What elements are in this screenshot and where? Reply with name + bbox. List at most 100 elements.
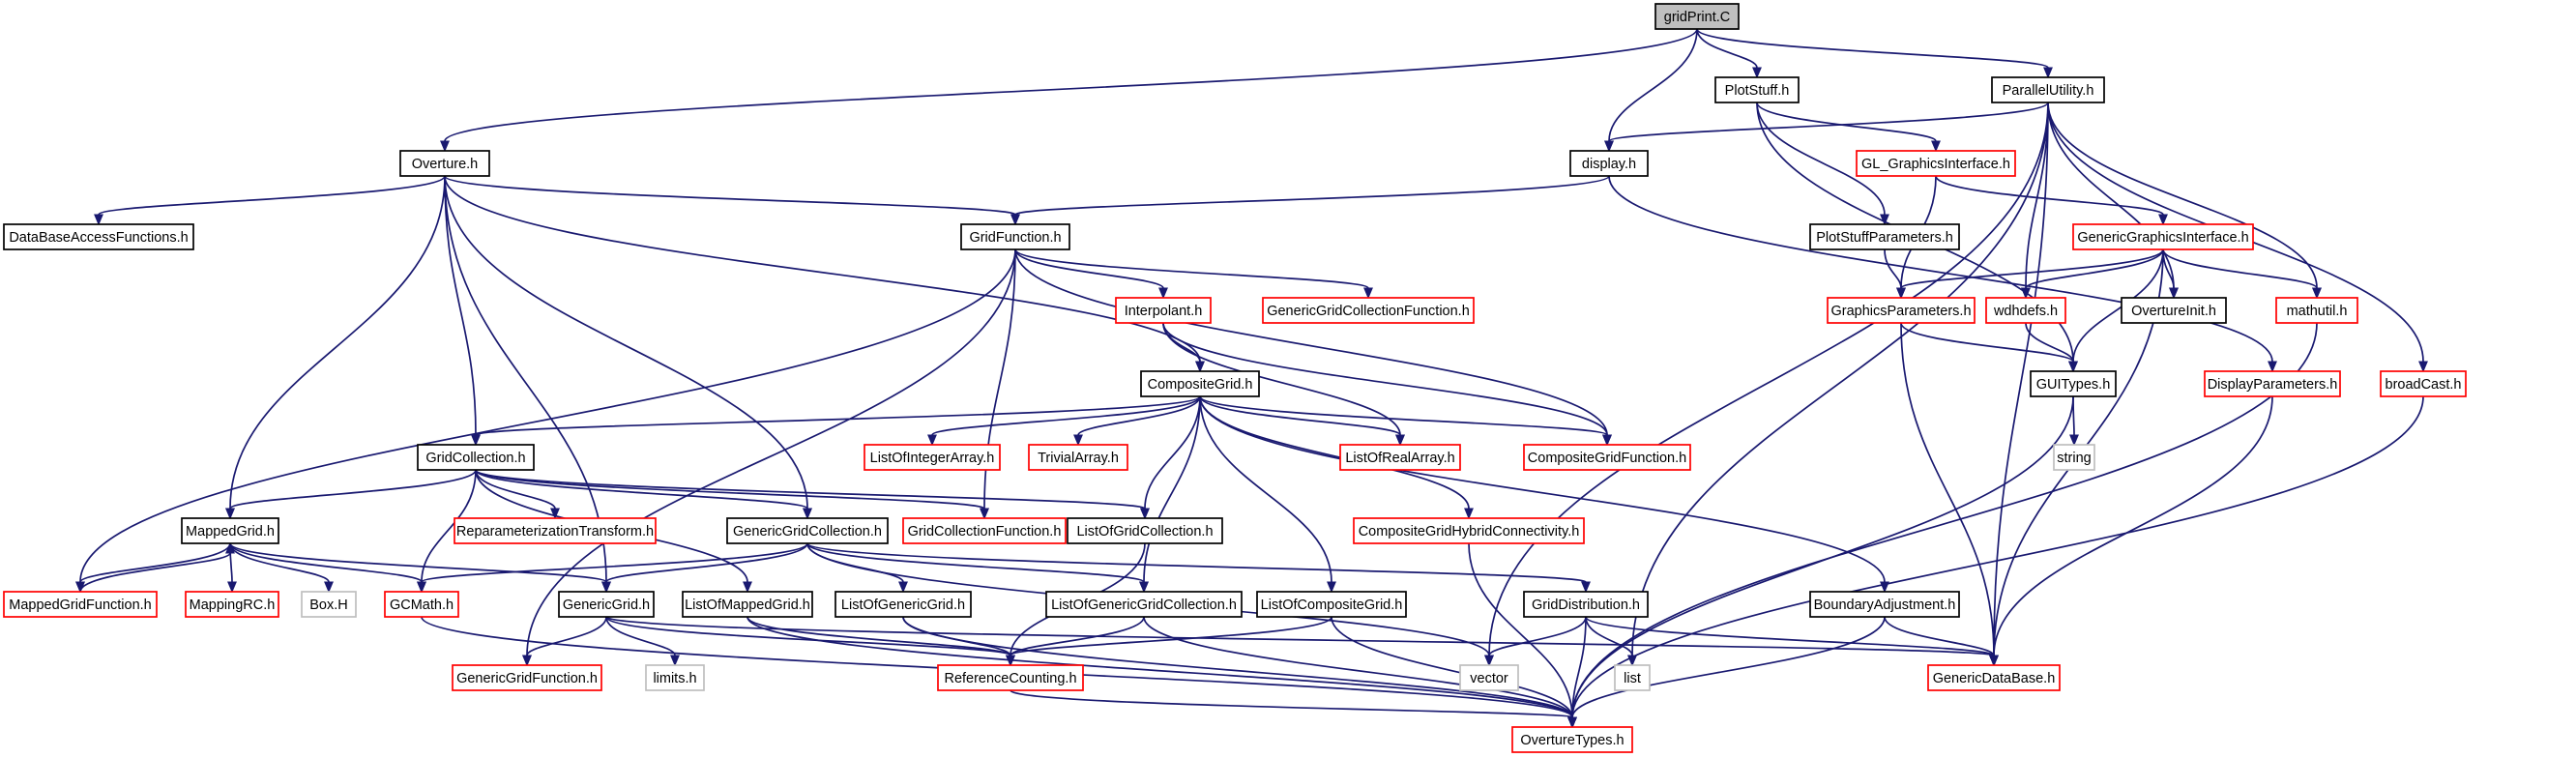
node-list-of-integer-array-h[interactable]: ListOfIntegerArray.h [864, 444, 1001, 471]
node-grid-distribution-h[interactable]: GridDistribution.h [1523, 591, 1649, 618]
node-list-of-generic-grid-collection-h[interactable]: ListOfGenericGridCollection.h [1045, 591, 1243, 618]
arrowhead [1989, 655, 1999, 667]
edge-line [806, 542, 904, 583]
node-interpolant-h[interactable]: Interpolant.h [1115, 297, 1212, 324]
node-composite-grid-h[interactable]: CompositeGrid.h [1140, 370, 1260, 397]
node-reparameterization-transform-h[interactable]: ReparameterizationTransform.h [454, 517, 657, 544]
arrowhead [2418, 361, 2428, 373]
node-box [2121, 297, 2227, 324]
edge-grid-print-c-to-plot-stuff-h [1696, 28, 1762, 79]
edge-grid-function-h-to-grid-collection-function-h [980, 248, 1016, 520]
edge-overture-h-to-grid-collection-h [444, 175, 481, 447]
node-gl-graphics-interface-h[interactable]: GL_GraphicsInterface.h [1856, 150, 2016, 177]
node-list-of-real-array-h[interactable]: ListOfRealArray.h [1339, 444, 1461, 471]
node-display-h[interactable]: display.h [1569, 150, 1649, 177]
edge-parallel-utility-h-to-mathutil-h [2047, 102, 2322, 300]
edge-overture-h-to-grid-function-h [444, 175, 1020, 226]
node-overture-h[interactable]: Overture.h [399, 150, 490, 177]
node-list-of-grid-collection-h[interactable]: ListOfGridCollection.h [1067, 517, 1223, 544]
node-grid-function-h[interactable]: GridFunction.h [960, 223, 1070, 250]
node-trivial-array-h[interactable]: TrivialArray.h [1028, 444, 1128, 471]
node-list-of-generic-grid-h[interactable]: ListOfGenericGrid.h [834, 591, 972, 618]
node-generic-graphics-interface-h[interactable]: GenericGraphicsInterface.h [2072, 223, 2254, 250]
node-box [1809, 223, 1960, 250]
edge-line [229, 542, 607, 583]
node-generic-grid-collection-h[interactable]: GenericGridCollection.h [726, 517, 889, 544]
node-list-of-composite-grid-h[interactable]: ListOfCompositeGrid.h [1256, 591, 1407, 618]
node-generic-grid-collection-function-h[interactable]: GenericGridCollectionFunction.h [1262, 297, 1475, 324]
edge-mapped-grid-h-to-box-h [229, 542, 334, 594]
node-graphics-parameters-h[interactable]: GraphicsParameters.h [1827, 297, 1976, 324]
node-guitypes-h[interactable]: GUITypes.h [2030, 370, 2117, 397]
edge-mapped-grid-function-h-to-mapped-grid-h [79, 541, 235, 593]
edge-generic-grid-collection-h-to-gcmath-h [417, 542, 808, 594]
edge-line [1935, 175, 2164, 216]
node-label: OvertureInit.h [2131, 304, 2216, 319]
node-parallel-utility-h[interactable]: ParallelUtility.h [1991, 76, 2105, 103]
arrowhead [2043, 67, 2053, 79]
arrowhead [225, 541, 235, 554]
node-label: GenericDataBase.h [1933, 671, 2056, 686]
node-overture-init-h[interactable]: OvertureInit.h [2121, 297, 2227, 324]
edge-line [1077, 395, 1201, 436]
edge-generic-grid-h-to-generic-grid-function-h [522, 616, 607, 667]
edge-line [2047, 102, 2318, 289]
node-mathutil-h[interactable]: mathutil.h [2275, 297, 2358, 324]
edge-generic-grid-collection-h-to-grid-distribution-h [806, 542, 1591, 594]
node-reference-counting-h[interactable]: ReferenceCounting.h [937, 664, 1084, 691]
arrowhead [550, 508, 560, 520]
arrowhead [1395, 434, 1405, 447]
node-label: list [1624, 671, 1641, 686]
node-label: GL_GraphicsInterface.h [1861, 157, 2010, 172]
node-plot-stuff-parameters-h[interactable]: PlotStuffParameters.h [1809, 223, 1960, 250]
node-broad-cast-h[interactable]: broadCast.h [2380, 370, 2467, 397]
edge-grid-distribution-h-to-overture-types-h [1567, 616, 1587, 729]
node-boundary-adjustment-h[interactable]: BoundaryAdjustment.h [1809, 591, 1960, 618]
edge-line [475, 469, 556, 510]
edge-overture-h-to-mapped-grid-h [225, 175, 446, 520]
node-wdhdefs-h[interactable]: wdhdefs.h [1985, 297, 2066, 324]
edge-list-of-mapped-grid-h-to-reference-counting-h [746, 616, 1015, 667]
edge-generic-graphics-interface-h-to-wdhdefs-h [2021, 248, 2164, 300]
edge-line [1608, 175, 2273, 363]
node-generic-grid-h[interactable]: GenericGrid.h [558, 591, 655, 618]
edge-grid-collection-h-to-grid-collection-function-h [475, 469, 989, 520]
edge-grid-distribution-h-to-vector [1484, 616, 1587, 667]
edge-composite-grid-h-to-composite-grid-function-h [1199, 395, 1612, 447]
edge-line [806, 542, 1145, 583]
node-box [1067, 517, 1223, 544]
node-display-parameters-h[interactable]: DisplayParameters.h [2204, 370, 2341, 397]
arrowhead [2021, 287, 2031, 300]
edge-line [1884, 248, 1902, 289]
node-label: ReparameterizationTransform.h [456, 524, 654, 539]
edge-grid-collection-h-to-mapped-grid-h [225, 469, 477, 520]
node-generic-data-base-h[interactable]: GenericDataBase.h [1927, 664, 2061, 691]
node-generic-grid-function-h[interactable]: GenericGridFunction.h [452, 664, 602, 691]
node-box [2380, 370, 2467, 397]
node-label: GraphicsParameters.h [1830, 304, 1971, 319]
node-grid-print-c[interactable]: gridPrint.C [1654, 3, 1740, 30]
edge-line [444, 175, 1016, 216]
node-gcmath-h[interactable]: GCMath.h [384, 591, 459, 618]
edge-line [1631, 102, 2049, 656]
node-label: GridFunction.h [969, 230, 1061, 246]
node-grid-collection-h[interactable]: GridCollection.h [417, 444, 535, 471]
node-composite-grid-hybrid-connectivity-h[interactable]: CompositeGridHybridConnectivity.h [1353, 517, 1585, 544]
node-mapping-rc-h[interactable]: MappingRC.h [185, 591, 279, 618]
edge-display-parameters-h-to-generic-data-base-h [1989, 395, 2273, 667]
edge-parallel-utility-h-to-display-h [1604, 102, 2049, 153]
node-mapped-grid-h[interactable]: MappedGrid.h [181, 517, 279, 544]
node-label: Interpolant.h [1125, 304, 1203, 319]
node-data-base-access-functions-h[interactable]: DataBaseAccessFunctions.h [3, 223, 194, 250]
node-grid-collection-function-h[interactable]: GridCollectionFunction.h [902, 517, 1067, 544]
node-list: list [1614, 664, 1651, 691]
node-overture-types-h[interactable]: OvertureTypes.h [1511, 726, 1633, 753]
edge-generic-graphics-interface-h-to-graphics-parameters-h [1896, 248, 2164, 300]
edge-line [1331, 616, 1573, 718]
edge-wdhdefs-h-to-guitypes-h [2025, 322, 2078, 373]
node-list-of-mapped-grid-h[interactable]: ListOfMappedGrid.h [682, 591, 813, 618]
node-mapped-grid-function-h[interactable]: MappedGridFunction.h [3, 591, 158, 618]
node-plot-stuff-h[interactable]: PlotStuff.h [1714, 76, 1800, 103]
node-composite-grid-function-h[interactable]: CompositeGridFunction.h [1523, 444, 1691, 471]
